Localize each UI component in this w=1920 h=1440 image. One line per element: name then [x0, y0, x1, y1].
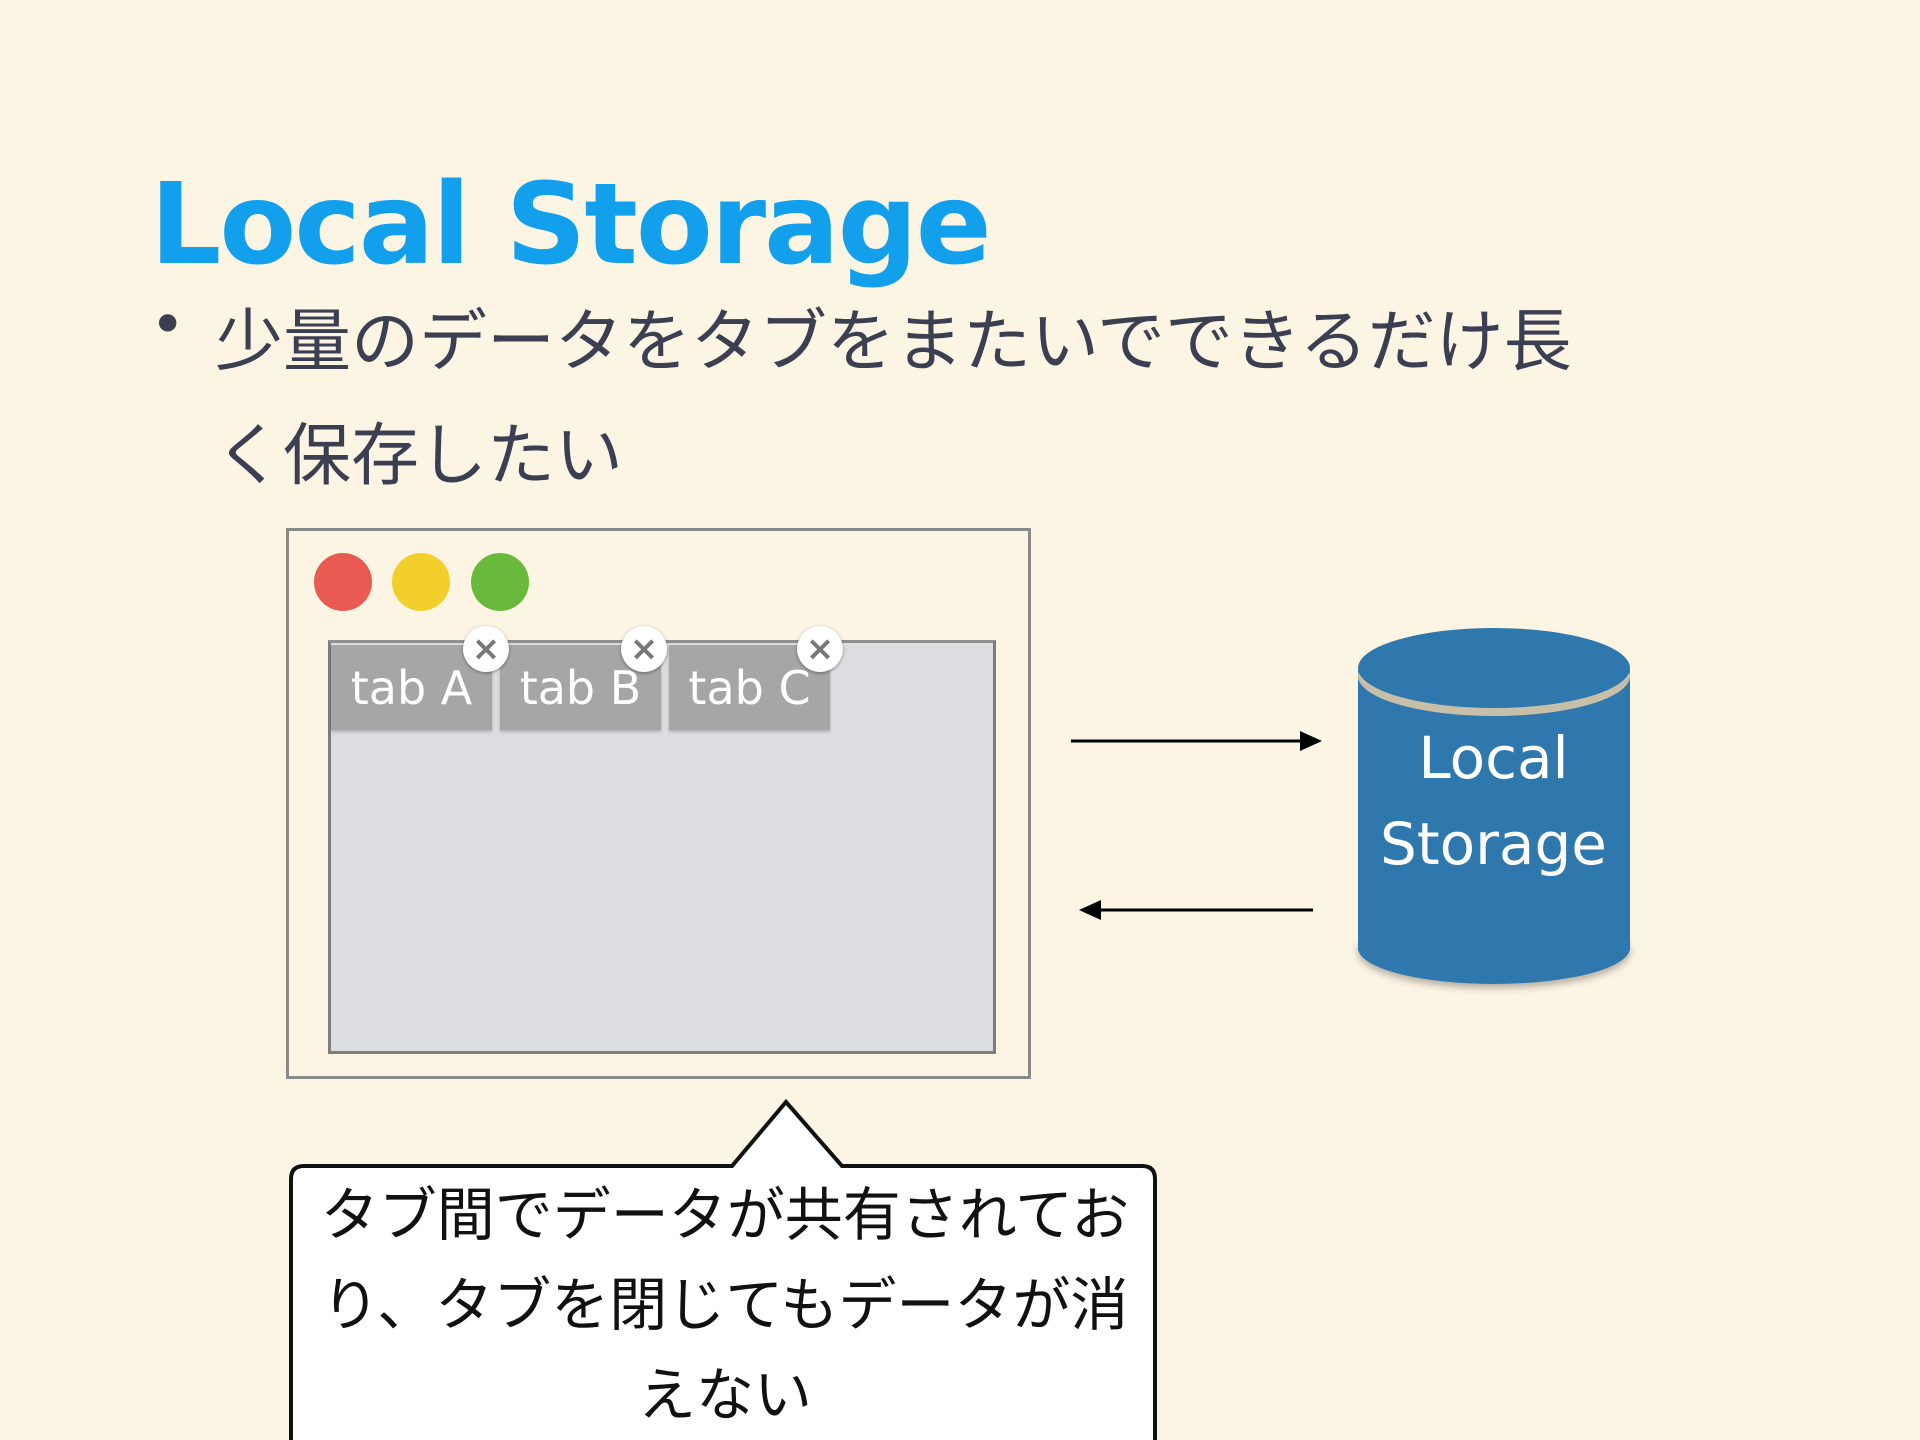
- storage-label-line2: Storage: [1380, 810, 1607, 878]
- slide-title: Local Storage: [150, 160, 992, 290]
- callout-text: タブ間でデータが共有されてお り、タブを閉じてもデータが消 えない: [300, 1170, 1150, 1440]
- tab-label: tab A: [350, 660, 473, 715]
- arrow-from-storage: [1079, 900, 1313, 920]
- storage-cylinder-icon: [1358, 628, 1630, 984]
- tab-label: tab B: [519, 660, 642, 715]
- close-tab-a-icon[interactable]: ×: [463, 626, 509, 672]
- close-tab-c-icon[interactable]: ×: [797, 626, 843, 672]
- bullet-text-line2: く保存したい: [215, 417, 624, 496]
- storage-label-line1: Local: [1418, 724, 1569, 792]
- browser-content-pane: [328, 640, 996, 1054]
- minimize-window-dot[interactable]: [392, 553, 450, 611]
- storage-label: Local Storage: [1358, 715, 1629, 887]
- callout-line3: えない: [637, 1361, 812, 1429]
- close-tab-b-icon[interactable]: ×: [621, 626, 667, 672]
- maximize-window-dot[interactable]: [471, 553, 529, 611]
- tab-label: tab C: [688, 660, 811, 715]
- callout-bubble: [289, 1098, 1157, 1440]
- callout-line2: り、タブを閉じてもデータが消: [321, 1271, 1129, 1339]
- bullet-text-line1: 少量のデータをタブをまたいでできるだけ長: [215, 303, 1572, 382]
- callout-line1: タブ間でデータが共有されてお: [320, 1181, 1130, 1249]
- arrow-to-storage: [1071, 731, 1322, 751]
- browser-window: [286, 528, 1031, 1079]
- bullet-marker: •: [150, 290, 186, 360]
- close-window-dot[interactable]: [314, 553, 372, 611]
